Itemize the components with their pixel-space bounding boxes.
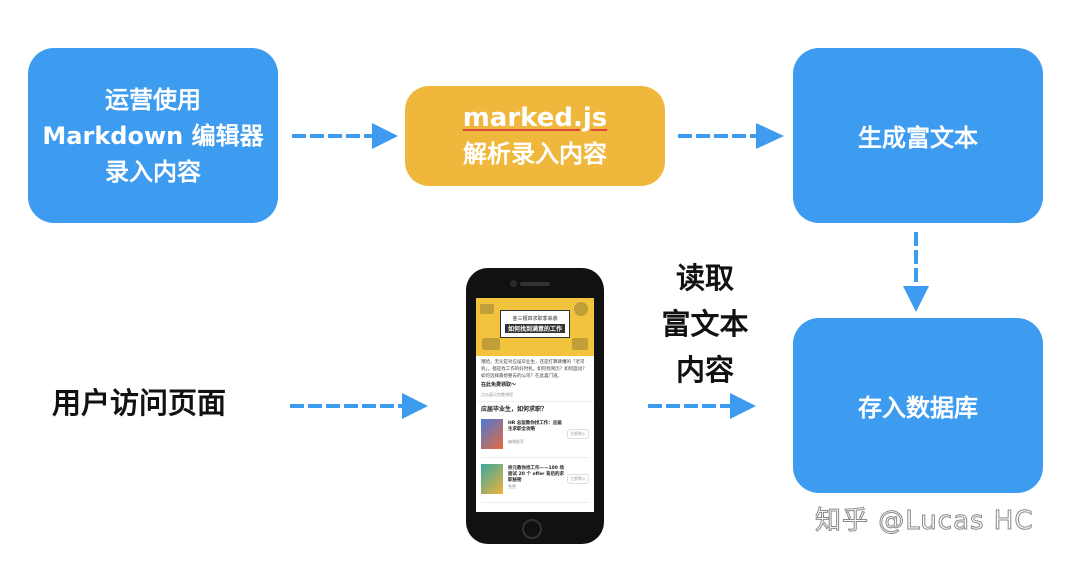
item-title: HR 总监教你找工作：应届生求职全攻略: [508, 421, 562, 432]
markedjs-parse-box: marked.js 解析录入内容: [405, 86, 665, 186]
phone-camera: [510, 280, 517, 287]
book-cover-image: [481, 419, 503, 449]
operator-line1: 运营使用: [105, 85, 201, 114]
save-database-box: 存入数据库: [793, 318, 1043, 493]
read-richtext-label: 读取 富文本 内容: [645, 255, 765, 393]
phone-screen: 金三银四求职季来袭 如何找到满意的工作 哦哈，无论是对应届毕业生，还是打算跳槽的…: [476, 298, 594, 512]
item-meta: 编辑推荐: [508, 439, 524, 444]
operator-markdown-box: 运营使用 Markdown 编辑器 录入内容: [28, 48, 278, 223]
read-line3: 内容: [675, 353, 734, 387]
generate-richtext-box: 生成富文本: [793, 48, 1043, 223]
list-item[interactable]: HR 总监教你找工作：应届生求职全攻略 编辑推荐 立即购入: [481, 417, 589, 458]
arrow-marked-to-richtext: [678, 123, 784, 149]
read-line2: 富文本: [661, 307, 749, 341]
operator-line2: Markdown 编辑器: [42, 121, 264, 150]
banner-line1: 金三银四求职季来袭: [512, 316, 558, 322]
phone-speaker: [520, 282, 550, 286]
markedjs-title: marked.js: [462, 103, 608, 133]
item-buy-button[interactable]: 立即购入: [567, 429, 589, 439]
screen-section-heading: 应届毕业生，如何求职？: [476, 401, 594, 417]
screen-small-line[interactable]: 点击展示完整课程: [481, 392, 513, 397]
arrow-operator-to-marked: [292, 123, 398, 149]
arrow-database-to-phone: [648, 393, 756, 419]
zhihu-watermark: 知乎 @Lucas HC: [815, 506, 1034, 537]
item-buy-button[interactable]: 立即购入: [567, 474, 589, 484]
operator-line3: 录入内容: [105, 157, 201, 186]
richtext-label: 生成富文本: [858, 124, 978, 152]
banner-line2: 如何找到满意的工作: [505, 324, 565, 333]
markedjs-subtitle: 解析录入内容: [463, 140, 607, 168]
item-title: 校元教你找工作——100 场面试 20 个 offer 背后的求职秘密: [508, 466, 565, 483]
book-cover-image: [481, 464, 503, 494]
arrow-richtext-to-database: [903, 232, 929, 312]
phone-mockup: 金三银四求职季来袭 如何找到满意的工作 哦哈，无论是对应届毕业生，还是打算跳槽的…: [466, 268, 604, 544]
screen-banner: 金三银四求职季来袭 如何找到满意的工作: [476, 298, 594, 356]
item-meta: 免费: [508, 484, 516, 489]
user-visit-label: 用户访问页面: [52, 386, 227, 420]
screen-bold-line: 在此免费领取～: [481, 382, 517, 388]
read-line1: 读取: [675, 261, 734, 295]
arrow-user-to-phone: [290, 393, 428, 419]
screen-paragraph: 哦哈，无论是对应届毕业生，还是打算跳槽的「老司机」，都是找工作的好时机。如何找简…: [481, 360, 587, 379]
phone-home-button: [522, 519, 542, 539]
banner-card: 金三银四求职季来袭 如何找到满意的工作: [500, 310, 570, 338]
list-item[interactable]: 校元教你找工作——100 场面试 20 个 offer 背后的求职秘密 免费 立…: [481, 462, 589, 503]
database-label: 存入数据库: [858, 394, 978, 422]
